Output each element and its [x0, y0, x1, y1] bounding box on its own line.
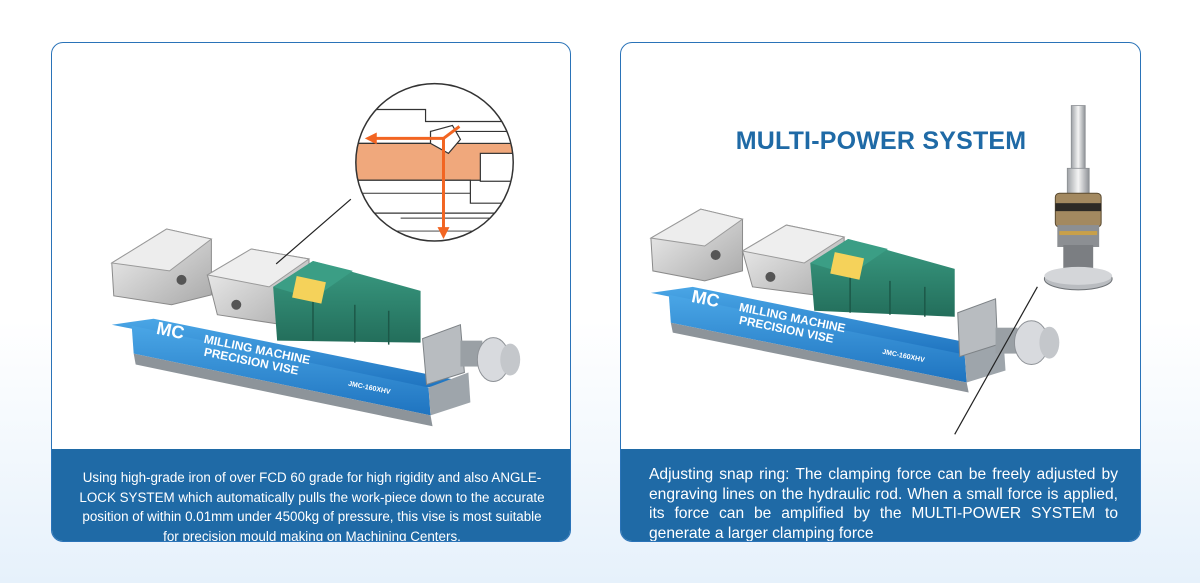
- leader-line: [954, 286, 1038, 435]
- vise-illustration-right: MC MILLING MACHINE PRECISION VISE JMC-16…: [649, 105, 1113, 435]
- multi-power-card: MULTI-POWER SYSTEM: [620, 42, 1141, 542]
- vise-base-side: [131, 325, 431, 416]
- vise-base-bottom: [133, 353, 433, 427]
- angle-lock-card: MC MILLING MACHINE PRECISION VISE JMC-16…: [51, 42, 571, 542]
- multi-power-heading: MULTI-POWER SYSTEM: [735, 127, 1027, 155]
- warning-label: [292, 276, 326, 304]
- vise-illustration: MC MILLING MACHINE PRECISION VISE JMC-16…: [110, 82, 521, 427]
- vise-base-top: [650, 286, 1003, 355]
- vise-base-top: [111, 318, 469, 388]
- arrow-left-icon: [364, 132, 377, 145]
- arrow-down-icon: [437, 227, 450, 240]
- multi-power-caption-text: Adjusting snap ring: The clamping force …: [649, 466, 1118, 542]
- angle-lock-caption-text: Using high-grade iron of over FCD 60 gra…: [79, 470, 545, 542]
- hydraulic-rod-assembly: [1043, 105, 1113, 291]
- leader-line: [275, 198, 352, 265]
- multi-power-caption: Adjusting snap ring: The clamping force …: [621, 449, 1140, 541]
- angle-lock-caption: Using high-grade iron of over FCD 60 gra…: [52, 449, 570, 541]
- angle-lock-magnifier: [355, 82, 514, 242]
- vise-base-side: [668, 294, 967, 383]
- vise-base-end: [428, 372, 471, 416]
